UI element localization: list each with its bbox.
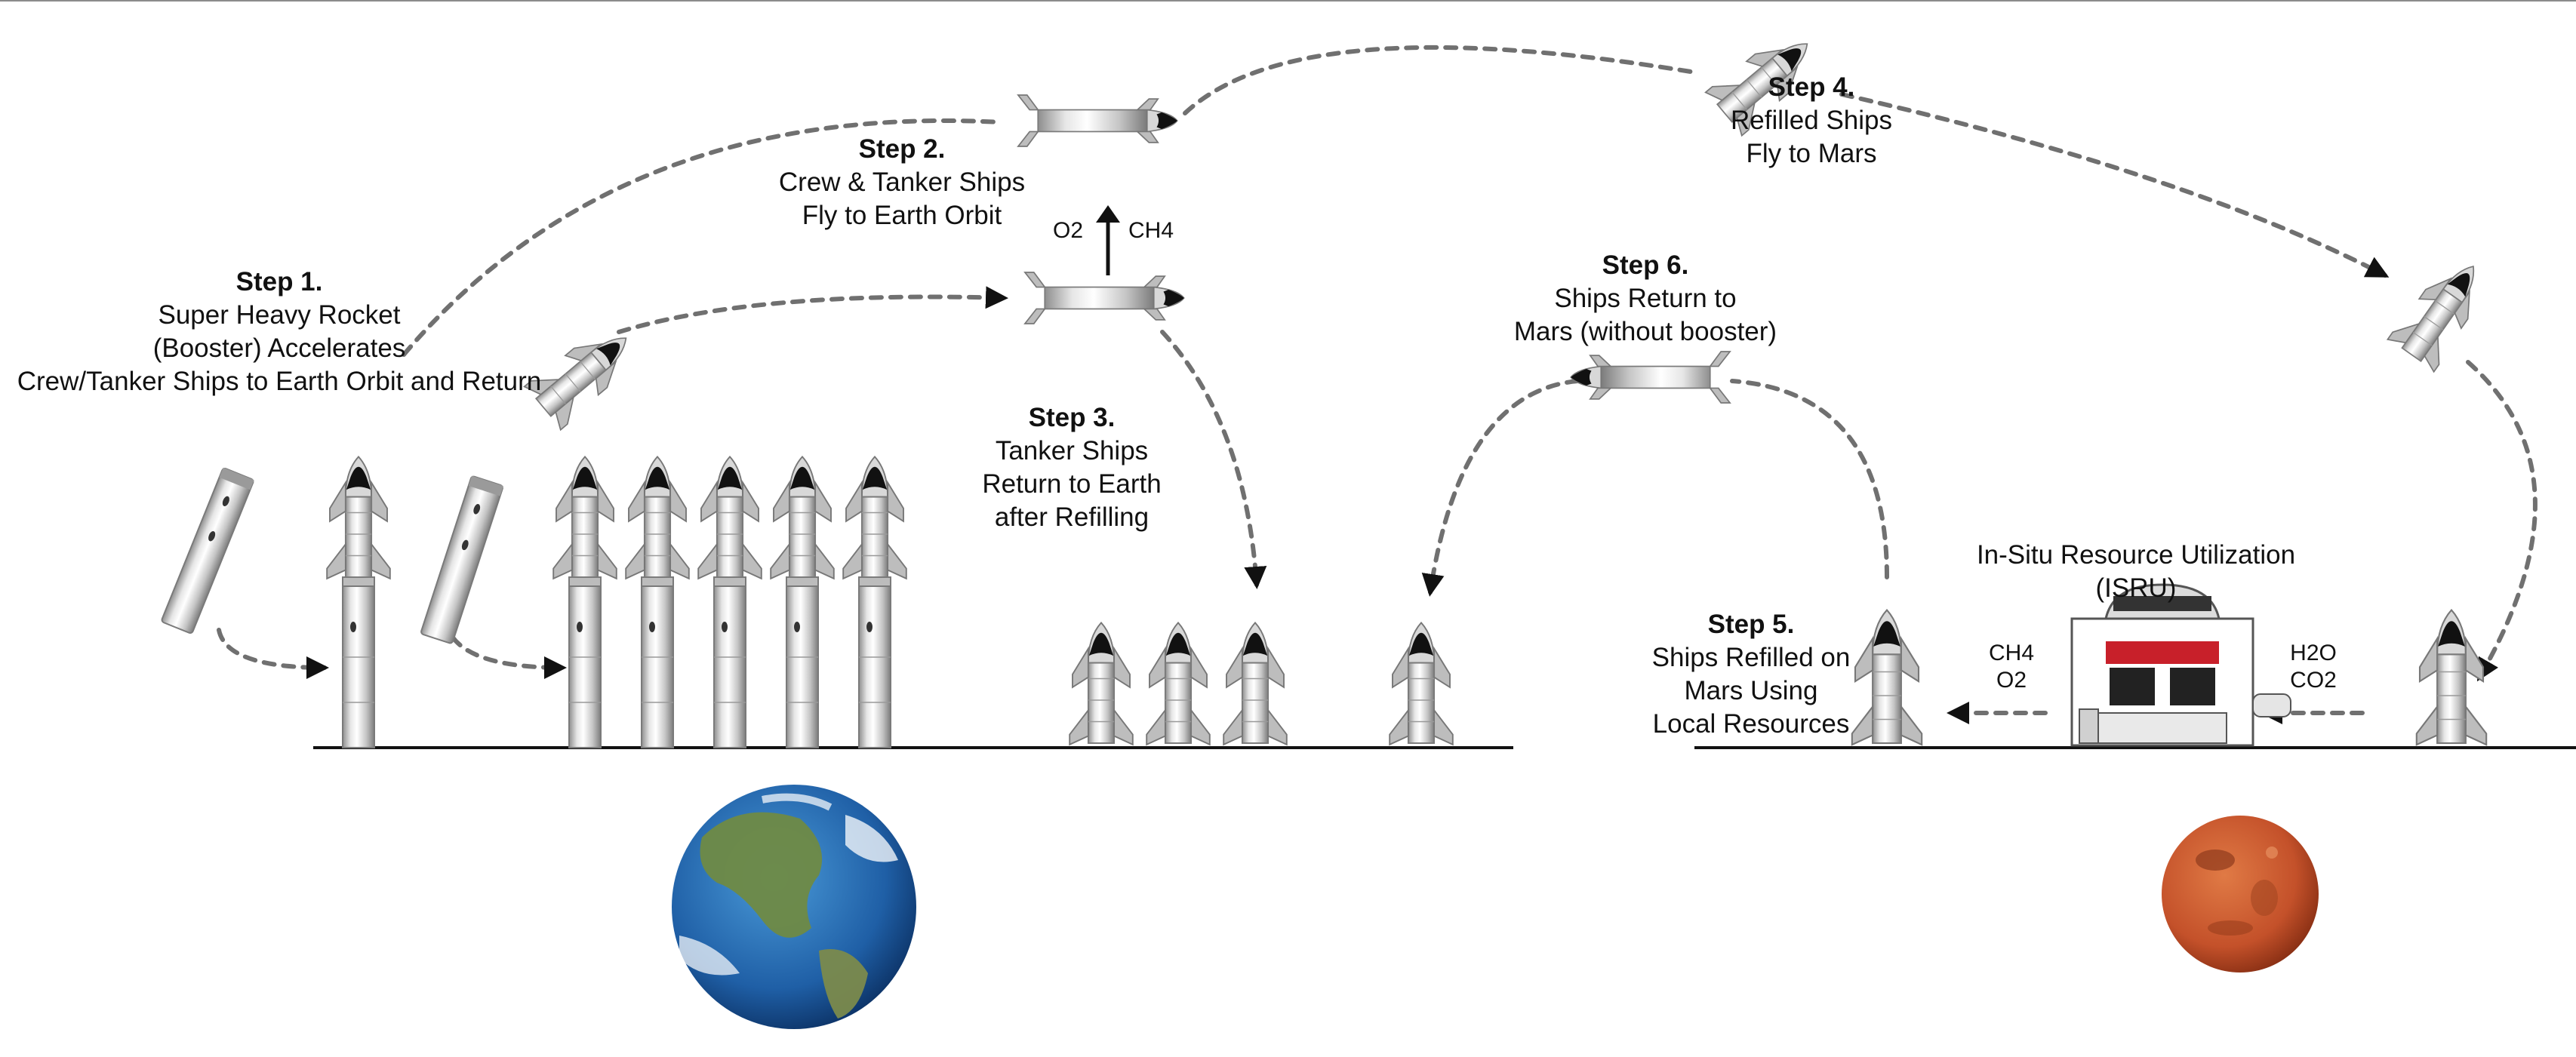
starship-icon (1146, 622, 1211, 745)
earth-to-mars-arc-2 (1839, 92, 2390, 278)
step-4-title: Step 4. (1768, 72, 1855, 102)
orbit-o2-label: O2 (1052, 218, 1084, 243)
earth-launch-stacks (326, 456, 907, 748)
starship-icon (2387, 249, 2498, 373)
starship-icon (552, 456, 617, 579)
step-1-line-1: Super Heavy Rocket (158, 300, 401, 330)
step-3-line-3: after Refilling (994, 502, 1150, 532)
isru-abbr: (ISRU) (2095, 573, 2177, 603)
launch-arc-tanker (617, 286, 1008, 334)
booster-icon (641, 576, 674, 748)
isru-title: In-Situ Resource Utilization (1976, 540, 2296, 570)
launch-arc-crew (402, 118, 1002, 357)
step-4-line-1: Refilled Ships (1731, 106, 1892, 135)
isru-inputs: H2O CO2 (2279, 640, 2347, 694)
starship-icon (842, 456, 907, 579)
isru-outputs: CH4 O2 (1977, 640, 2045, 694)
step-4-line-2: Fly to Mars (1746, 139, 1877, 168)
step-5-title: Step 5. (1707, 610, 1795, 639)
starship-icon (1024, 272, 1185, 324)
step-6-label: Step 6. Ships Return to Mars (without bo… (1487, 249, 1804, 349)
starship-icon (770, 456, 835, 579)
starship-icon (1069, 622, 1134, 745)
top-border (0, 0, 2576, 2)
booster-icon (342, 576, 375, 748)
booster-icon (160, 466, 255, 635)
step-3-line-1: Tanker Ships (995, 436, 1149, 466)
isru-plant-icon (2070, 583, 2291, 747)
earth-to-mars-arc-1 (1183, 45, 1693, 115)
step-1-label: Step 1. Super Heavy Rocket (Booster) Acc… (0, 266, 559, 398)
starship-icon (2415, 609, 2488, 746)
return-descent-arc (1421, 379, 1580, 597)
starship-icon (625, 456, 690, 579)
starship-icon (697, 456, 762, 579)
returned-tankers (1069, 622, 1454, 745)
step-2-label: Step 2. Crew & Tanker Ships Fly to Earth… (743, 133, 1060, 232)
starship-icon (1389, 622, 1454, 745)
orbit-ch4-label: CH4 (1128, 218, 1174, 243)
step-1-line-3: Crew/Tanker Ships to Earth Orbit and Ret… (17, 367, 542, 396)
step-2-title: Step 2. (858, 134, 946, 164)
booster-icon (420, 475, 504, 645)
mars-ascent-arc (1730, 379, 1889, 579)
booster-return-arrow-1 (217, 628, 329, 679)
step-1-title: Step 1. (235, 267, 323, 297)
isru-label: In-Situ Resource Utilization (ISRU) (1947, 539, 2325, 605)
booster-icon (786, 576, 819, 748)
step-4-label: Step 4. Refilled Ships Fly to Mars (1698, 71, 1925, 171)
step-6-title: Step 6. (1602, 250, 1689, 280)
isru-input-co2: CO2 (2290, 668, 2337, 693)
booster-icon (858, 576, 891, 748)
step-2-line-1: Crew & Tanker Ships (778, 167, 1026, 197)
earth-icon (672, 785, 916, 1029)
booster-icon (568, 576, 602, 748)
step-3-title: Step 3. (1028, 403, 1116, 432)
starship-icon (1223, 622, 1288, 745)
step-5-line-3: Local Resources (1652, 709, 1850, 739)
mars-descent-arrow (2466, 360, 2538, 682)
starship-icon (1570, 351, 1731, 404)
booster-return-arrow-2 (451, 635, 567, 679)
isru-output-o2: O2 (1996, 668, 2027, 693)
starship-icon (326, 456, 391, 579)
step-1-line-2: (Booster) Accelerates (152, 333, 406, 363)
step-6-line-1: Ships Return to (1554, 284, 1737, 313)
step-5-line-1: Ships Refilled on (1651, 643, 1851, 672)
step-3-line-2: Return to Earth (982, 469, 1162, 499)
step-5-label: Step 5. Ships Refilled on Mars Using Loc… (1615, 608, 1887, 741)
returning-boosters (160, 466, 504, 645)
step-2-line-2: Fly to Earth Orbit (802, 201, 1002, 230)
isru-input-h2o: H2O (2290, 641, 2337, 665)
booster-icon (713, 576, 746, 748)
mars-icon (2162, 816, 2319, 973)
step-3-label: Step 3. Tanker Ships Return to Earth aft… (951, 401, 1193, 534)
orbit-refuel-arrow (1096, 205, 1120, 275)
tanker-return-arrow (1160, 330, 1267, 589)
step-5-line-2: Mars Using (1684, 676, 1818, 705)
isru-output-ch4: CH4 (1988, 641, 2034, 665)
step-6-line-2: Mars (without booster) (1513, 317, 1777, 346)
